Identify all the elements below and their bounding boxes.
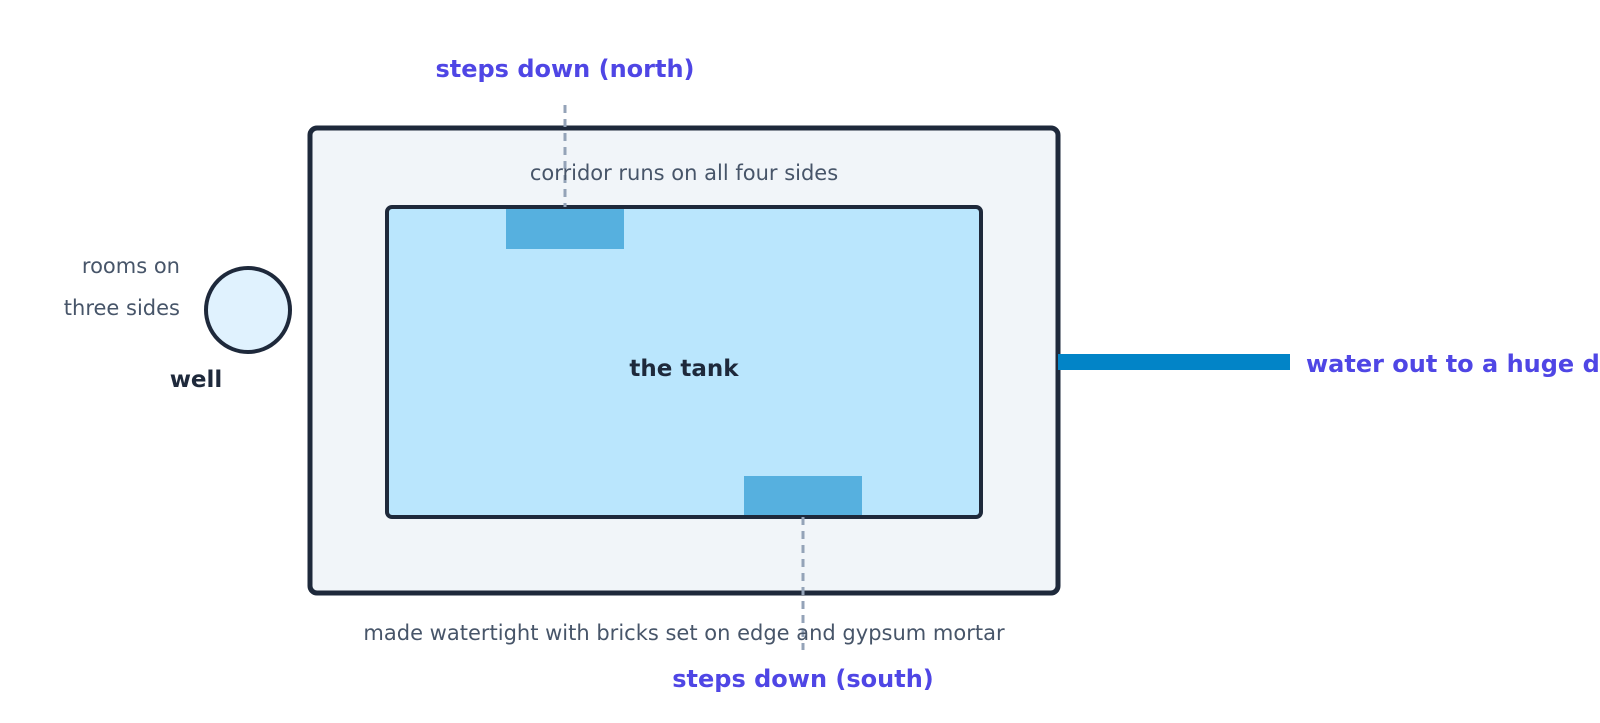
tank-basin: [385, 205, 983, 519]
well-circle: [204, 266, 292, 354]
steps-north-block: [506, 209, 624, 249]
steps-south-label: steps down (south): [672, 665, 934, 693]
rooms-label-line2: three sides: [64, 296, 180, 320]
drain-pipe: [1058, 354, 1290, 370]
well-label: well: [170, 367, 223, 393]
watertight-label: made watertight with bricks set on edge …: [363, 621, 1005, 645]
steps-north-label: steps down (north): [435, 55, 694, 83]
corridor-label: corridor runs on all four sides: [530, 161, 838, 185]
rooms-label-line1: rooms on: [82, 254, 180, 278]
tank-label: the tank: [629, 356, 739, 382]
steps-south-block: [744, 476, 862, 515]
water-out-label: water out to a huge drain: [1306, 350, 1600, 378]
